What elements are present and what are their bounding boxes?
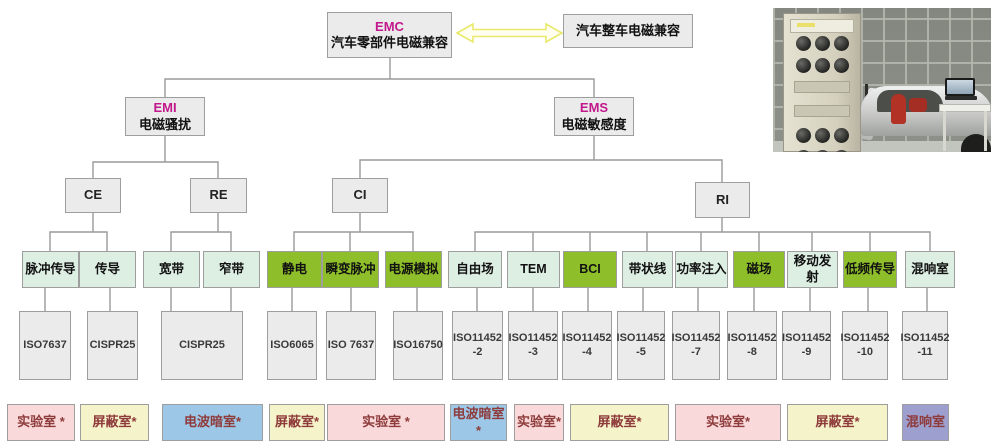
method-label: BCI: [579, 261, 601, 276]
method-label: 移动发射: [793, 253, 832, 284]
method-low-freq-conduction: 低频传导: [843, 251, 897, 288]
method-magnetic-field: 磁场: [733, 251, 785, 288]
method-label: 混响室: [911, 261, 949, 276]
ce-box: CE: [65, 178, 121, 213]
method-label: TEM: [520, 261, 547, 276]
method-power-injection: 功率注入: [675, 251, 728, 288]
room-shielded: 屏蔽室*: [269, 404, 325, 441]
equipment-rack: [783, 13, 861, 152]
method-bci: BCI: [563, 251, 617, 288]
car-wheel: [961, 134, 991, 152]
room-anechoic: 电波暗室*: [162, 404, 263, 441]
room-lab: 实验室 *: [327, 404, 445, 441]
room-shielded: 屏蔽室*: [570, 404, 669, 441]
laptop: [945, 78, 977, 102]
method-esd: 静电: [267, 251, 322, 288]
ri-label: RI: [716, 191, 729, 207]
standard-box: ISO11452-8: [727, 311, 777, 380]
standard-box: ISO11452-5: [617, 311, 665, 380]
standard-box: ISO11452-10: [841, 311, 889, 380]
room-shielded: 屏蔽室*: [787, 404, 888, 441]
double-arrow-icon: [455, 22, 564, 44]
re-label: RE: [209, 187, 228, 203]
standard-box: ISO11452-9: [782, 311, 831, 380]
method-label: 脉冲传导: [25, 261, 76, 276]
method-broadband: 宽带: [143, 251, 200, 288]
car-seat-back: [909, 98, 927, 112]
method-mobile-transmit: 移动发射: [787, 251, 838, 288]
car-seat: [891, 94, 906, 124]
method-conduction: 传导: [79, 251, 136, 288]
room-lab: 实验室*: [675, 404, 781, 441]
ci-box: CI: [332, 178, 388, 213]
method-free-field: 自由场: [448, 251, 502, 288]
method-label: 自由场: [456, 261, 494, 276]
method-stripline: 带状线: [622, 251, 673, 288]
method-label: 带状线: [628, 261, 667, 276]
method-narrowband: 窄带: [203, 251, 260, 288]
room-shielded: 屏蔽室*: [80, 404, 149, 441]
ce-label: CE: [83, 187, 103, 203]
method-label: 静电: [281, 261, 307, 276]
ems-code: EMS: [579, 100, 609, 116]
method-label: 功率注入: [676, 261, 727, 276]
standard-box: ISO16750: [393, 311, 443, 380]
method-label: 磁场: [746, 261, 772, 276]
emc-code: EMC: [375, 18, 404, 34]
re-box: RE: [190, 178, 247, 213]
standard-box: ISO11452-2: [452, 311, 503, 380]
method-pulse-conduction: 脉冲传导: [22, 251, 79, 288]
method-label: 电源模拟: [388, 261, 439, 276]
room-reverb: 混响室: [902, 404, 949, 441]
standard-box: ISO7637: [19, 311, 71, 380]
emc-root-box: EMC 汽车零部件电磁兼容: [327, 12, 452, 58]
emi-code: EMI: [153, 100, 177, 116]
room-lab: 实验室*: [514, 404, 564, 441]
method-label: 窄带: [218, 261, 244, 276]
standard-box: ISO11452-11: [901, 311, 949, 380]
method-label: 瞬变脉冲: [325, 261, 376, 276]
method-label: 宽带: [158, 261, 184, 276]
method-label: 低频传导: [844, 261, 895, 276]
vehicle-emc-box: 汽车整车电磁兼容: [563, 14, 693, 48]
standard-box: CISPR25: [87, 311, 138, 380]
method-transient-pulse: 瞬变脉冲: [322, 251, 379, 288]
ems-box: EMS 电磁敏感度: [554, 97, 634, 136]
ems-label: 电磁敏感度: [561, 116, 627, 132]
method-tem: TEM: [507, 251, 560, 288]
emc-label: 汽车零部件电磁兼容: [330, 35, 448, 50]
work-table: [939, 104, 991, 152]
standard-box: CISPR25: [161, 311, 243, 380]
room-anechoic: 电波暗室*: [450, 404, 507, 441]
method-label: 传导: [94, 261, 120, 276]
ri-box: RI: [695, 182, 750, 218]
standard-box: ISO 7637: [326, 311, 376, 380]
room-lab: 实验室 *: [7, 404, 75, 441]
method-power-simulation: 电源模拟: [385, 251, 442, 288]
test-chamber-photo: [773, 8, 991, 152]
standard-box: ISO11452-3: [508, 311, 558, 380]
ci-label: CI: [353, 187, 367, 203]
standard-box: ISO11452-7: [672, 311, 720, 380]
emi-box: EMI 电磁骚扰: [125, 97, 205, 136]
standard-box: ISO6065: [267, 311, 317, 380]
standard-box: ISO11452-4: [562, 311, 612, 380]
method-reverb-chamber: 混响室: [905, 251, 955, 288]
vehicle-emc-label: 汽车整车电磁兼容: [575, 22, 680, 38]
emi-label: 电磁骚扰: [138, 116, 191, 132]
